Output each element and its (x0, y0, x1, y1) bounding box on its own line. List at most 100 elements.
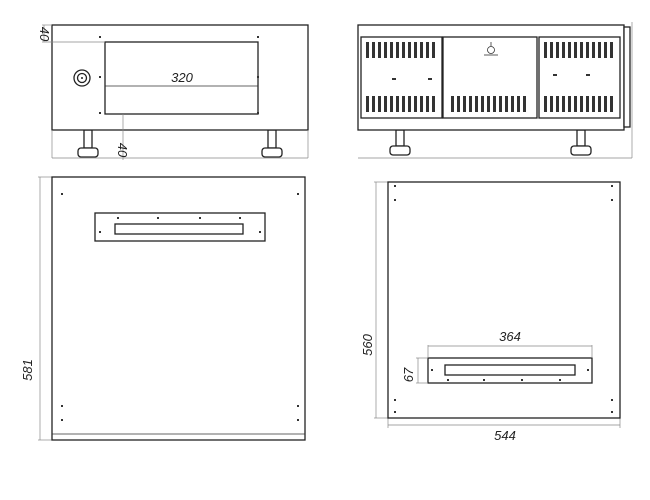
mounting-hole (611, 199, 613, 201)
vent-slot (426, 42, 429, 58)
foot (570, 129, 592, 156)
vent-slot (384, 96, 387, 112)
mounting-hole (99, 76, 101, 78)
mounting-hole (259, 231, 261, 233)
vent-slot (562, 42, 565, 58)
mounting-hole (257, 112, 259, 114)
vent-slot (378, 96, 381, 112)
vent-slot (390, 96, 393, 112)
rear-view (357, 22, 633, 159)
dimension-label-width: 544 (494, 428, 516, 443)
mounting-hole (297, 193, 299, 195)
vent-slot (451, 96, 454, 112)
vent-slot (505, 96, 508, 112)
dimension-label-bottom: 40 (115, 143, 130, 158)
vent-slot (556, 96, 559, 112)
vent-slot (432, 96, 435, 112)
vent-slot (574, 96, 577, 112)
ventilation-slots (366, 42, 613, 112)
dimension-label-handle-height: 67 (401, 367, 416, 382)
mounting-hole (394, 411, 396, 413)
vent-slot (487, 96, 490, 112)
vent-slot (457, 96, 460, 112)
vent-slot (366, 42, 369, 58)
mounting-hole (521, 379, 523, 381)
vent-slot (378, 42, 381, 58)
front-view: 320 40 40 (37, 24, 309, 160)
vent-slot (390, 42, 393, 58)
vent-slot (598, 42, 601, 58)
vent-slot (499, 96, 502, 112)
mounting-hole (611, 399, 613, 401)
vent-slot (372, 96, 375, 112)
dimension-label-width: 320 (171, 70, 193, 85)
vent-slot (574, 42, 577, 58)
panel-mark (553, 74, 557, 76)
mounting-hole (611, 185, 613, 187)
vent-slot (396, 96, 399, 112)
vent-slot (372, 42, 375, 58)
mounting-hole (99, 112, 101, 114)
mounting-hole (117, 217, 119, 219)
mounting-hole (587, 369, 589, 371)
side-view-left: 581 (20, 176, 306, 441)
mounting-hole (61, 419, 63, 421)
dimension-label-handle-width: 364 (499, 329, 521, 344)
vent-slot (604, 42, 607, 58)
vent-slot (493, 96, 496, 112)
vent-slot (592, 42, 595, 58)
vent-slot (396, 42, 399, 58)
vent-slot (469, 96, 472, 112)
vent-slot (463, 96, 466, 112)
mounting-hole (199, 217, 201, 219)
vent-slot (366, 96, 369, 112)
vent-slot (550, 42, 553, 58)
vent-slot (511, 96, 514, 112)
mounting-hole (297, 419, 299, 421)
vent-slot (604, 96, 607, 112)
vent-slot (556, 42, 559, 58)
vent-slot (562, 96, 565, 112)
vent-slot (523, 96, 526, 112)
mounting-hole (447, 379, 449, 381)
vent-slot (384, 42, 387, 58)
mounting-hole (483, 379, 485, 381)
vent-slot (420, 96, 423, 112)
mounting-hole (559, 379, 561, 381)
vent-slot (402, 42, 405, 58)
foot (261, 129, 283, 158)
vent-slot (568, 96, 571, 112)
vent-slot (586, 96, 589, 112)
mounting-hole (431, 369, 433, 371)
mounting-hole (61, 193, 63, 195)
vent-slot (414, 42, 417, 58)
vent-slot (610, 96, 613, 112)
vent-slot (408, 96, 411, 112)
mounting-hole (394, 185, 396, 187)
panel-mark (428, 78, 432, 80)
mounting-hole (239, 217, 241, 219)
mounting-hole (99, 36, 101, 38)
vent-slot (550, 96, 553, 112)
mounting-hole (257, 76, 259, 78)
vent-slot (426, 96, 429, 112)
vent-slot (517, 96, 520, 112)
vent-slot (414, 96, 417, 112)
mounting-hole (157, 217, 159, 219)
mounting-hole (611, 411, 613, 413)
vent-slot (420, 42, 423, 58)
vent-slot (475, 96, 478, 112)
vent-slot (580, 96, 583, 112)
vent-slot (432, 42, 435, 58)
mounting-hole (61, 405, 63, 407)
panel-mark (586, 74, 590, 76)
vent-slot (598, 96, 601, 112)
vent-slot (408, 42, 411, 58)
handle-slot (444, 364, 576, 376)
vent-slot (481, 96, 484, 112)
lock-icon (73, 69, 91, 87)
vent-slot (402, 96, 405, 112)
side-view-right: 364 67 560 544 (360, 181, 621, 443)
vent-slot (580, 42, 583, 58)
